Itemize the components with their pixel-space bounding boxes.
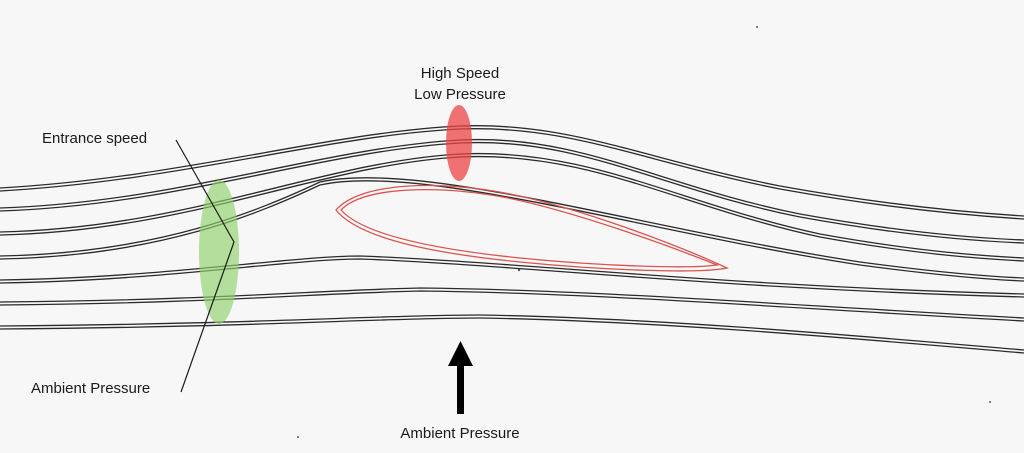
ambient-pressure-bottom-label: Ambient Pressure	[400, 425, 520, 442]
low-pressure-label: Low Pressure	[414, 86, 506, 103]
up-arrow-icon	[448, 341, 473, 414]
leader-lines	[175, 139, 235, 393]
scan-specks	[297, 26, 991, 438]
streamline-5	[0, 255, 1024, 298]
streamlines	[0, 125, 1024, 354]
high-speed-label: High Speed	[420, 65, 500, 82]
leader-line-ambient-pressure	[180, 241, 235, 393]
airfoil	[335, 184, 730, 272]
ambient-pressure-left-label: Ambient Pressure	[31, 380, 151, 397]
entrance-speed-label: Entrance speed	[42, 130, 148, 147]
low-pressure-zone	[446, 105, 472, 181]
streamline-6	[0, 287, 1024, 322]
leader-line-entrance-speed	[175, 139, 235, 243]
streamline-3	[0, 152, 1024, 262]
streamline-1	[0, 125, 1024, 220]
streamline-7	[0, 314, 1024, 354]
entrance-speed-zone	[199, 180, 239, 324]
